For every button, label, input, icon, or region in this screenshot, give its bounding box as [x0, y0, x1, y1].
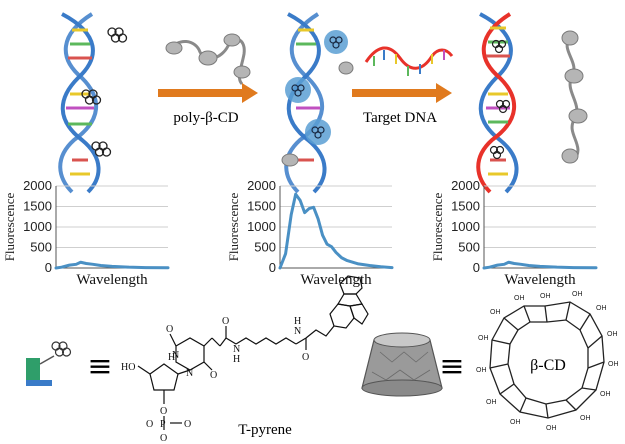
t-pyrene-structure — [137, 275, 369, 430]
phosphate-o-4: O — [160, 433, 167, 444]
y-tick-label: 0 — [473, 260, 480, 275]
atom-n-2: N — [186, 368, 193, 379]
molecule-name: T-pyrene — [238, 422, 292, 438]
y-tick-label: 1000 — [451, 219, 480, 234]
protein-bead-icon — [281, 61, 354, 167]
pyrene-icon — [81, 89, 102, 105]
y-tick-label: 1500 — [451, 199, 480, 214]
t-pyrene-cartoon-icon — [26, 341, 72, 386]
series-line — [278, 192, 394, 270]
cd-pyrene-complex-icon — [305, 119, 331, 145]
x-axis-label: Wavelength — [300, 272, 372, 288]
t-pyrene-atom-labels: HO O O P O O O O N N H N H O O N H — [121, 316, 309, 444]
y-tick-label: 2000 — [23, 178, 52, 193]
y-tick-label: 1000 — [247, 219, 276, 234]
atom-n-3: N — [233, 344, 240, 355]
y-axis-label: Fluorescence — [430, 192, 445, 261]
released-poly-cd-chain-icon — [561, 30, 588, 164]
y-tick-label: 500 — [30, 240, 52, 255]
atom-h-2: H — [233, 354, 240, 365]
x-axis-label: Wavelength — [76, 272, 148, 288]
atom-o-2: O — [210, 370, 217, 381]
cd-oh: OH — [596, 305, 607, 312]
cd-oh: OH — [478, 335, 489, 342]
arrow-1-label: poly-β-CD — [173, 110, 238, 126]
series-line — [482, 260, 598, 270]
cd-oh: OH — [476, 367, 487, 374]
y-tick-label: 1000 — [23, 219, 52, 234]
cd-oh: OH — [600, 391, 611, 398]
y-tick-label: 500 — [254, 240, 276, 255]
y-tick-label: 2000 — [247, 178, 276, 193]
cd-oh: OH — [510, 419, 521, 426]
y-tick-label: 1500 — [23, 199, 52, 214]
beta-cd-structure: OH OH OH OH OH OH OH OH OH OH OH OH OH O… — [476, 291, 619, 432]
series-line — [54, 260, 170, 270]
atom-h-1: H — [168, 352, 175, 363]
atom-n-4: N — [294, 326, 301, 337]
cd-oh: OH — [490, 309, 501, 316]
y-axis-label: Fluorescence — [226, 192, 241, 261]
cd-pyrene-complex-icon — [285, 77, 311, 103]
y-tick-label: 0 — [45, 260, 52, 275]
y-tick-label: 500 — [458, 240, 480, 255]
equivalence-symbol-1: ≡ — [87, 349, 112, 384]
phosphate-p: P — [160, 419, 166, 430]
pyrene-icon — [495, 99, 511, 114]
atom-n-1: N — [172, 350, 179, 361]
cd-oh: OH — [607, 331, 618, 338]
probe-dna-helix — [58, 12, 101, 194]
cd-label: β-CD — [530, 357, 566, 374]
cd-oh: OH — [514, 295, 525, 302]
cd-oh: OH — [540, 293, 551, 300]
pyrene-icon — [491, 39, 507, 54]
pyrene-icon — [91, 141, 112, 157]
cd-oh: OH — [546, 425, 557, 432]
equivalence-symbol-2: ≡ — [439, 349, 464, 384]
y-tick-label: 1500 — [247, 199, 276, 214]
pyrene-icon — [107, 27, 128, 43]
pyrene-icon — [489, 145, 505, 160]
atom-o-4: O — [302, 352, 309, 363]
ho-label: HO — [121, 362, 135, 373]
x-axis-label: Wavelength — [504, 272, 576, 288]
cd-oh: OH — [608, 361, 619, 368]
cd-oh: OH — [580, 415, 591, 422]
poly-cd-chain-icon — [165, 33, 251, 86]
cd-pyrene-complex-icon — [324, 30, 348, 54]
y-tick-label: 0 — [269, 260, 276, 275]
phosphate-o-1: O — [160, 406, 167, 417]
reaction-arrow-2 — [352, 83, 452, 103]
reaction-arrow-1 — [158, 83, 258, 103]
target-dna-strand-icon — [364, 46, 454, 76]
atom-h-3: H — [294, 316, 301, 327]
y-tick-label: 2000 — [451, 178, 480, 193]
beta-cd-cup-icon — [361, 332, 443, 397]
atom-o-1: O — [166, 324, 173, 335]
arrow-2-label: Target DNA — [363, 110, 437, 126]
atom-o-3: O — [222, 316, 229, 327]
hybrid-duplex-helix — [476, 12, 519, 194]
cd-oh: OH — [486, 399, 497, 406]
phosphate-o-2: O — [146, 419, 153, 430]
cd-oh: OH — [572, 291, 583, 298]
phosphate-o-3: O — [184, 419, 191, 430]
y-axis-label: Fluorescence — [2, 192, 17, 261]
